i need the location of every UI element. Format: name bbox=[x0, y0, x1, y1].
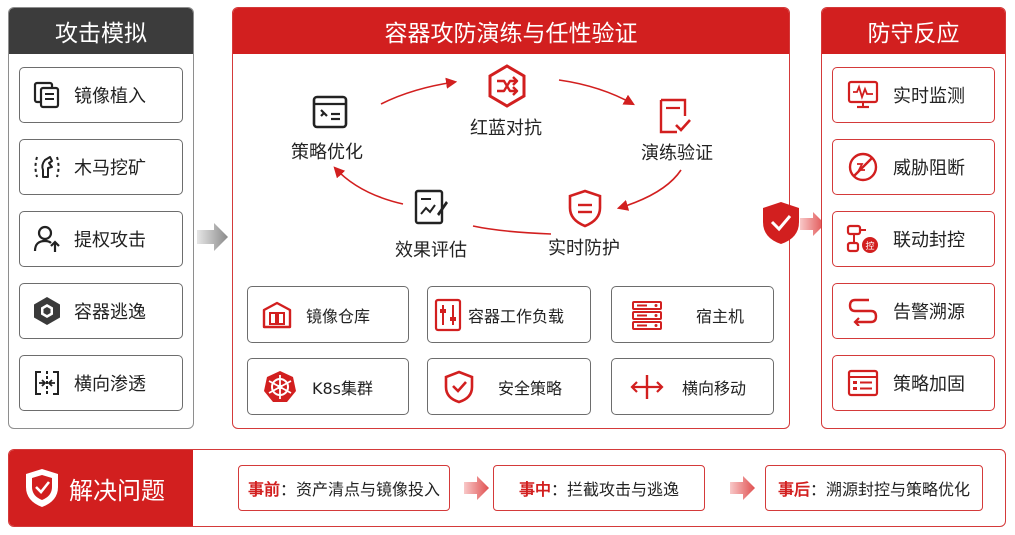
attack-item-label: 木马挖矿 bbox=[74, 158, 146, 179]
sliders-icon bbox=[428, 298, 468, 332]
defense-item-linked-control[interactable]: 控 联动封控 bbox=[832, 211, 995, 267]
defense-item-label: 策略加固 bbox=[893, 374, 965, 395]
phase-key: 事前 bbox=[247, 480, 280, 499]
block-icon bbox=[833, 151, 893, 183]
policy-list-icon bbox=[833, 368, 893, 398]
cycle-label-effect-evaluation: 效果评估 bbox=[395, 240, 467, 261]
shield-check-icon bbox=[23, 467, 61, 509]
flow-arrow-icon bbox=[197, 222, 229, 256]
hexagon-cube-icon bbox=[20, 295, 74, 327]
attack-item-label: 容器逃逸 bbox=[74, 302, 146, 323]
defense-item-alert-trace[interactable]: 告警溯源 bbox=[832, 283, 995, 339]
tile-label: K8s集群 bbox=[312, 378, 374, 398]
phase-after: 事后：溯源封控与策略优化 bbox=[765, 465, 983, 511]
shield-check-icon bbox=[428, 370, 490, 404]
split-arrows-icon bbox=[20, 368, 74, 398]
cycle-label-policy-optimization: 策略优化 bbox=[291, 142, 363, 163]
solution-title: 解决问题 bbox=[69, 476, 165, 505]
drill-validation-panel: 容器攻防演练与任性验证 红蓝对抗 演练验证 实时防护 效果评估 策略优化 bbox=[232, 7, 790, 429]
phase-during: 事中：拦截攻击与逃逸 bbox=[493, 465, 705, 511]
flow-arrow-icon bbox=[464, 475, 490, 505]
tile-label: 镜像仓库 bbox=[306, 306, 371, 326]
toolbox-icon bbox=[311, 94, 349, 130]
cycle-arrows bbox=[333, 77, 682, 235]
horse-icon bbox=[20, 151, 74, 183]
solution-bar: 解决问题 事前：资产清点与镜像投入 事中：拦截攻击与逃逸 事后：溯源封控与策略优… bbox=[8, 449, 1006, 527]
trace-path-icon bbox=[833, 296, 893, 326]
attack-item-privilege-escalation[interactable]: 提权攻击 bbox=[19, 211, 183, 267]
phase-text: 溯源封控与策略优化 bbox=[826, 480, 971, 499]
attack-item-lateral-penetration[interactable]: 横向渗透 bbox=[19, 355, 183, 411]
attack-simulation-panel: 攻击模拟 镜像植入 木马挖矿 提权攻击 容器逃逸 横向渗透 bbox=[8, 7, 194, 429]
cycle-label-red-blue: 红蓝对抗 bbox=[470, 118, 542, 139]
cycle-arrow bbox=[558, 79, 635, 106]
defense-item-label: 告警溯源 bbox=[893, 302, 965, 323]
defense-response-panel: 防守反应 实时监测 威胁阻断 控 联动封控 告警溯源 策略加固 bbox=[821, 7, 1006, 429]
kubernetes-icon bbox=[248, 369, 312, 405]
defense-item-label: 威胁阻断 bbox=[893, 158, 965, 179]
layers-icon bbox=[20, 80, 74, 110]
phase-key: 事中 bbox=[518, 480, 551, 499]
phase-key: 事后 bbox=[777, 480, 810, 499]
shield-badge-icon bbox=[761, 200, 801, 250]
solution-header: 解决问题 bbox=[9, 450, 193, 526]
flow-arrow-icon bbox=[730, 475, 756, 505]
checklist-icon bbox=[657, 96, 693, 136]
flow-arrow-icon bbox=[800, 211, 826, 241]
repository-icon bbox=[248, 300, 306, 330]
phase-text: 拦截攻击与逃逸 bbox=[567, 480, 680, 499]
defense-item-policy-hardening[interactable]: 策略加固 bbox=[832, 355, 995, 411]
attack-item-label: 横向渗透 bbox=[74, 374, 146, 395]
shield-lines-icon bbox=[567, 188, 603, 228]
tile-security-policy[interactable]: 安全策略 bbox=[427, 358, 591, 415]
tile-k8s-cluster[interactable]: K8s集群 bbox=[247, 358, 409, 415]
tile-container-workload[interactable]: 容器工作负载 bbox=[427, 286, 591, 343]
server-icon bbox=[612, 300, 682, 330]
cycle-label-drill-validation: 演练验证 bbox=[641, 143, 713, 164]
cycle-arrow bbox=[380, 77, 458, 105]
attack-item-trojan-mining[interactable]: 木马挖矿 bbox=[19, 139, 183, 195]
phase-text: 资产清点与镜像投入 bbox=[296, 480, 441, 499]
cycle-arrow bbox=[616, 169, 682, 211]
phase-separator: ： bbox=[550, 480, 567, 499]
defense-item-label: 联动封控 bbox=[893, 230, 965, 251]
tile-lateral-movement[interactable]: 横向移动 bbox=[611, 358, 774, 415]
svg-text:控: 控 bbox=[865, 240, 874, 252]
attack-simulation-title: 攻击模拟 bbox=[9, 8, 193, 54]
phase-separator: ： bbox=[809, 480, 826, 499]
defense-item-label: 实时监测 bbox=[893, 86, 965, 107]
user-up-icon bbox=[20, 224, 74, 254]
attack-item-container-escape[interactable]: 容器逃逸 bbox=[19, 283, 183, 339]
attack-item-label: 提权攻击 bbox=[74, 230, 146, 251]
defense-item-realtime-monitor[interactable]: 实时监测 bbox=[832, 67, 995, 123]
attack-item-image-implant[interactable]: 镜像植入 bbox=[19, 67, 183, 123]
defense-response-title: 防守反应 bbox=[822, 8, 1005, 54]
monitor-wave-icon bbox=[833, 80, 893, 110]
tile-image-repository[interactable]: 镜像仓库 bbox=[247, 286, 409, 343]
tile-label: 容器工作负载 bbox=[468, 306, 565, 326]
attack-item-label: 镜像植入 bbox=[74, 86, 146, 107]
defense-item-threat-block[interactable]: 威胁阻断 bbox=[832, 139, 995, 195]
drill-validation-title: 容器攻防演练与任性验证 bbox=[233, 8, 789, 54]
tile-label: 安全策略 bbox=[498, 378, 563, 398]
tile-label: 宿主机 bbox=[696, 306, 745, 326]
horizontal-move-icon bbox=[612, 372, 682, 402]
edit-doc-icon bbox=[413, 188, 449, 226]
phase-before: 事前：资产清点与镜像投入 bbox=[238, 465, 450, 511]
cycle-label-realtime-protection: 实时防护 bbox=[548, 238, 620, 259]
control-flow-icon: 控 bbox=[833, 223, 893, 255]
tile-host[interactable]: 宿主机 bbox=[611, 286, 774, 343]
tile-label: 横向移动 bbox=[682, 378, 747, 398]
cross-arrows-icon bbox=[485, 64, 529, 108]
cycle-arrow bbox=[472, 225, 552, 235]
cycle-arrow bbox=[333, 166, 404, 205]
phase-separator: ： bbox=[279, 480, 296, 499]
